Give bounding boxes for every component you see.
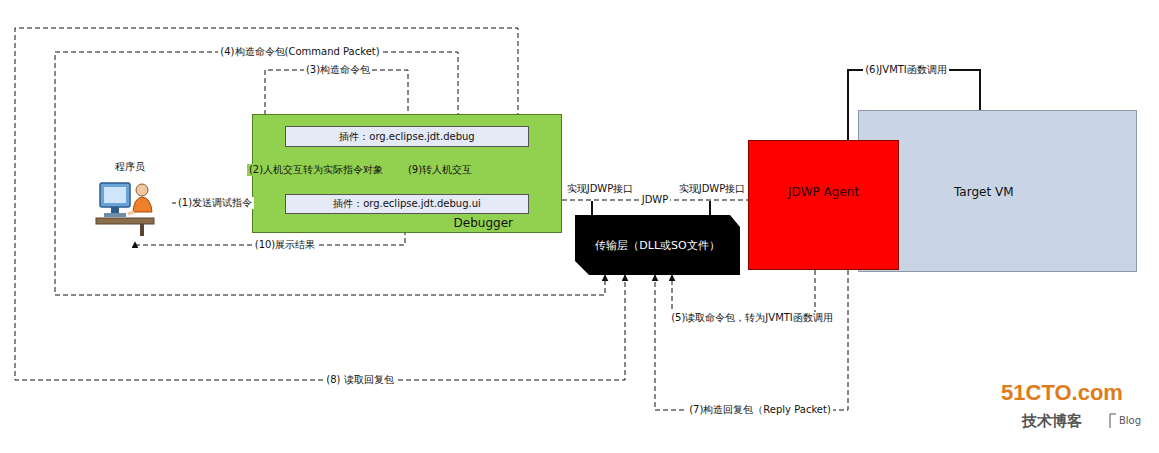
plugin-box: 插件：org.eclipse.jdt.debug.ui [285,194,529,214]
target-vm-box: Target VM [858,110,1137,272]
agent-box: JDWP Agent [748,140,899,270]
node-text: 程序员 [88,160,172,174]
person-node: 程序员 [88,160,172,242]
step-label: (8) 读取回复包 [324,374,395,386]
watermark-bracket [1110,414,1116,428]
connector [55,52,605,295]
step-label: (7)构造回复包（Reply Packet) [687,404,833,416]
interface-label: 实现JDWP接口 [565,183,636,195]
connector [672,270,815,318]
transport-layer: 传输层（DLL或SO文件） [575,215,740,275]
interface-label: 实现JDWP接口 [677,183,748,195]
step-label: (5)读取命令包，转为JVMTI函数调用 [669,312,835,324]
connector [15,28,625,380]
watermark: 技术博客 [1020,415,1084,427]
step-label: (6)JVMTI函数调用 [863,64,949,76]
watermark: 51CTO.com [999,387,1125,399]
step-label: (2)人机交互转为实际指令对象 [247,164,385,176]
node-text: 插件：org.eclipse.jdt.debug [339,130,474,144]
node-text: JDWP Agent [749,185,898,199]
step-label: (3)构造命令包 [304,64,372,76]
plugin-box: 插件：org.eclipse.jdt.debug [285,126,529,147]
connector [655,270,848,410]
node-text: Target VM [954,185,1014,199]
step-label: (4)构造命令包(Command Packet) [218,46,381,58]
step-label: JDWP [640,194,671,206]
programmer-icon [96,183,154,236]
step-label: (9)转人机交互 [406,164,474,176]
step-label: (10)展示结果 [253,239,318,251]
node-text: 插件：org.eclipse.jdt.debug.ui [333,197,481,211]
node-text: 传输层（DLL或SO文件） [595,238,719,253]
node-text: Debugger [454,216,513,230]
step-label: (1)发送调试指令 [176,197,254,209]
watermark: Blog [1117,415,1143,427]
